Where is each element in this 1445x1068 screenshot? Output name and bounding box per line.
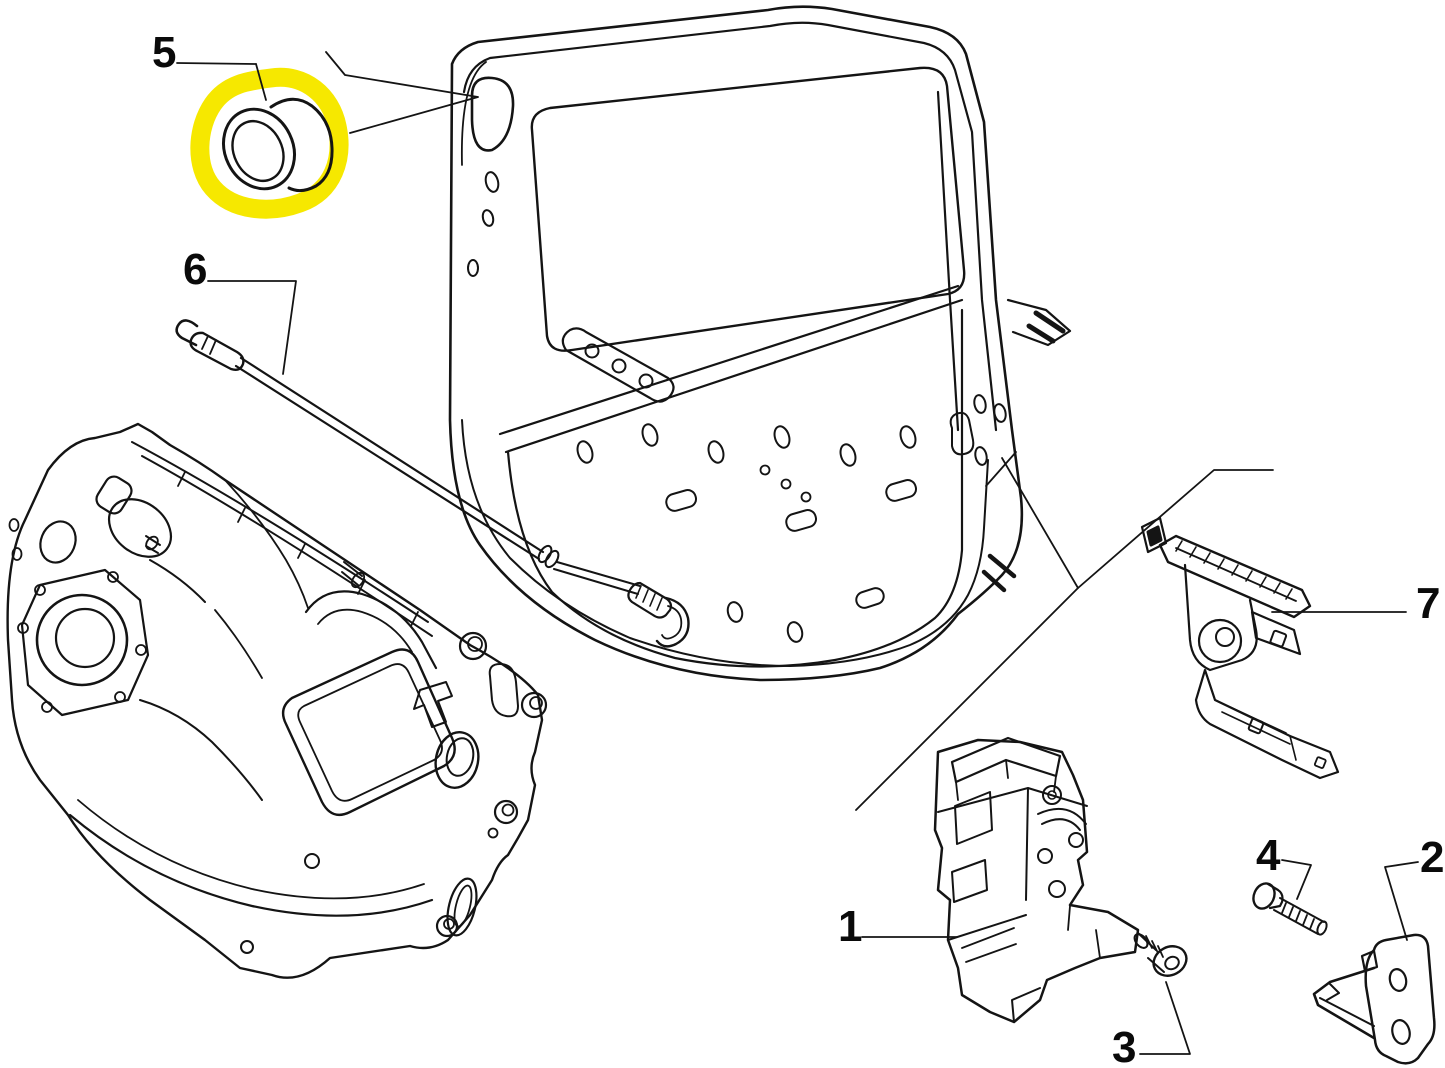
impact-strip: [561, 327, 675, 403]
leader-6: [207, 280, 297, 375]
grommet-flange: [222, 107, 296, 191]
beltline-lower: [504, 298, 964, 454]
leader-4: [1281, 859, 1312, 900]
bracket-lower-arm: [1194, 668, 1340, 780]
window-aperture: [530, 66, 966, 352]
leader-3: [1139, 981, 1191, 1055]
lock-slot: [949, 411, 975, 456]
striker-outline: [1364, 933, 1436, 1065]
door-release-cable: [175, 319, 690, 648]
callout-5: 5: [152, 28, 176, 77]
rear-pillar: [936, 90, 960, 432]
bracket-rail: [1158, 534, 1312, 619]
callout-2: 2: [1420, 833, 1444, 882]
regulator-window-cutout: [281, 648, 456, 817]
beltline-upper: [498, 284, 960, 436]
grommet-body: [269, 97, 334, 193]
speaker-mount: [20, 568, 150, 717]
callout-1: 1: [838, 902, 862, 951]
grommet-group: [190, 67, 349, 219]
leader-5-underline: [176, 62, 257, 65]
actuator-outline: [933, 738, 1140, 1024]
leader-2: [1384, 861, 1419, 941]
lock-screw: [1133, 932, 1188, 977]
hem-flange-line: [461, 419, 989, 667]
highlight-ring: [190, 67, 349, 219]
leader-lock-position: [1001, 457, 1274, 589]
leader-5-to-door: [325, 51, 479, 134]
door-lock-actuator: [933, 736, 1140, 1024]
callout-6: 6: [183, 245, 207, 294]
striker-plate: [1312, 933, 1436, 1065]
window-regulator-panel: [6, 422, 548, 979]
cable-end-hook: [655, 596, 690, 648]
cable-sleeve: [189, 331, 245, 372]
striker-bolt: [1252, 882, 1328, 936]
callout-labels: 1 2 3 4 5 6 7: [152, 28, 1444, 1068]
door-inner-channel: [462, 21, 998, 432]
car-door-frame: [448, 5, 1072, 682]
callout-3: 3: [1112, 1023, 1136, 1068]
cable-ferrule: [627, 581, 673, 619]
cable-clip: [413, 681, 453, 728]
door-outer-outline: [448, 5, 1024, 682]
callout-7: 7: [1416, 579, 1440, 628]
leader-5-to-grommet: [255, 63, 267, 101]
callout-4: 4: [1256, 831, 1281, 880]
lock-face-flare: [1006, 298, 1072, 347]
lock-bracket: [1140, 516, 1340, 780]
cable-front-hook: [175, 319, 199, 347]
inner-opening: [506, 308, 964, 668]
mirror-contour: [460, 61, 487, 166]
leader-cross-tick: [985, 451, 1017, 487]
mirror-triangle-hole: [470, 76, 515, 152]
leader-lock-to-actuator: [855, 587, 1079, 811]
teardrop-hole: [488, 663, 519, 718]
leader-lines: [176, 51, 1419, 1055]
